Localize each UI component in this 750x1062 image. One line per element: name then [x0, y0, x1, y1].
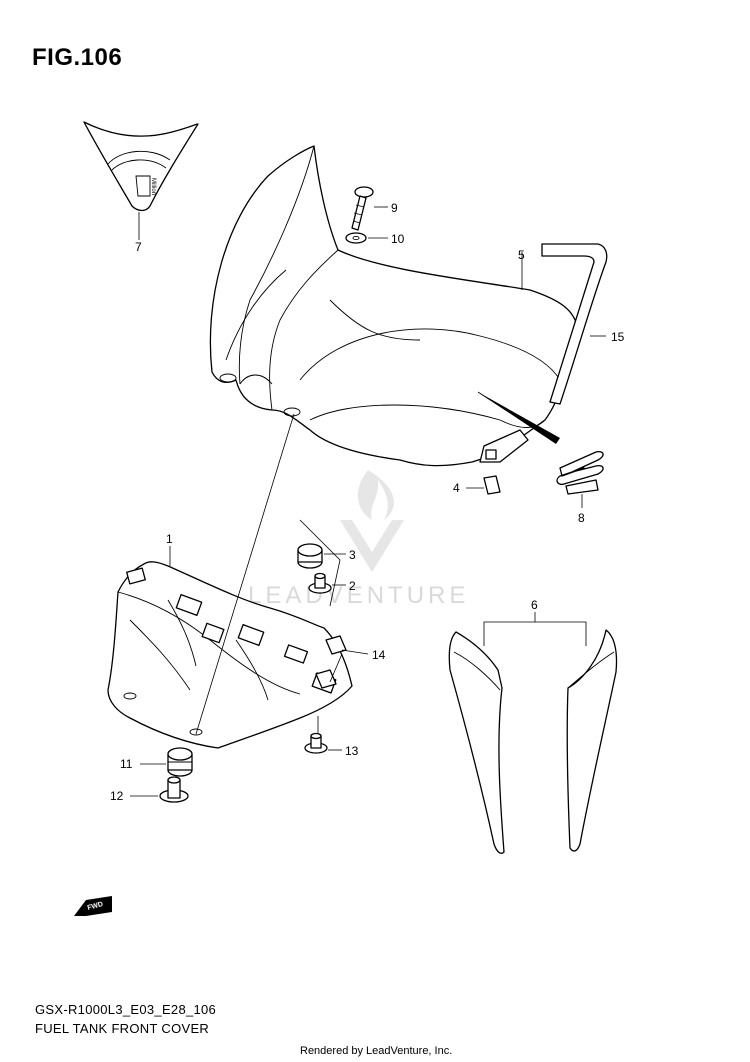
part-9-bolt[interactable] [351, 186, 388, 231]
part-13-collar[interactable] [304, 716, 342, 754]
figure-title: FIG.106 [32, 44, 123, 71]
diagram-name: FUEL TANK FRONT COVER [35, 1021, 210, 1036]
part-14-nut[interactable] [315, 635, 369, 689]
callout-9: 9 [391, 201, 398, 215]
watermark-text: LEADVENTURE [248, 582, 469, 609]
part-7-emblem[interactable]: Million [83, 121, 199, 240]
part-5-front-cover[interactable] [209, 145, 579, 467]
callout-11: 11 [120, 757, 133, 771]
callout-1: 1 [166, 532, 173, 546]
part-12-collar[interactable] [130, 776, 189, 803]
part-11-grommet[interactable] [140, 747, 193, 777]
callout-14: 14 [372, 648, 386, 662]
leadventure-watermark: LEADVENTURE [248, 470, 469, 609]
callout-13: 13 [345, 744, 359, 758]
rendered-by-credit: Rendered by LeadVenture, Inc. [300, 1045, 453, 1057]
part-8-decal[interactable] [556, 450, 604, 508]
ref-line-3 [299, 519, 341, 607]
part-10-washer[interactable] [345, 232, 388, 244]
assembly-line [195, 413, 295, 735]
fwd-direction-badge: FWD [74, 896, 112, 916]
part-2-collar[interactable] [308, 572, 346, 594]
callout-5: 5 [518, 248, 525, 262]
callout-6: 6 [531, 598, 538, 612]
part-6-side-decals[interactable] [448, 612, 618, 854]
callout-2: 2 [349, 579, 356, 593]
part-4-clip[interactable] [466, 475, 501, 495]
part-3-grommet[interactable] [297, 543, 346, 569]
svg-text:Million: Million [150, 178, 156, 195]
diagram-code: GSX-R1000L3_E03_E28_106 [35, 1002, 217, 1017]
part-15-trim[interactable] [541, 243, 608, 405]
callout-12: 12 [110, 789, 124, 803]
callout-3: 3 [349, 548, 356, 562]
fwd-label: FWD [87, 901, 104, 912]
callout-4: 4 [453, 481, 460, 495]
callout-10: 10 [391, 232, 405, 246]
callout-8: 8 [578, 511, 585, 525]
callout-15: 15 [611, 330, 625, 344]
callout-7: 7 [135, 240, 142, 254]
